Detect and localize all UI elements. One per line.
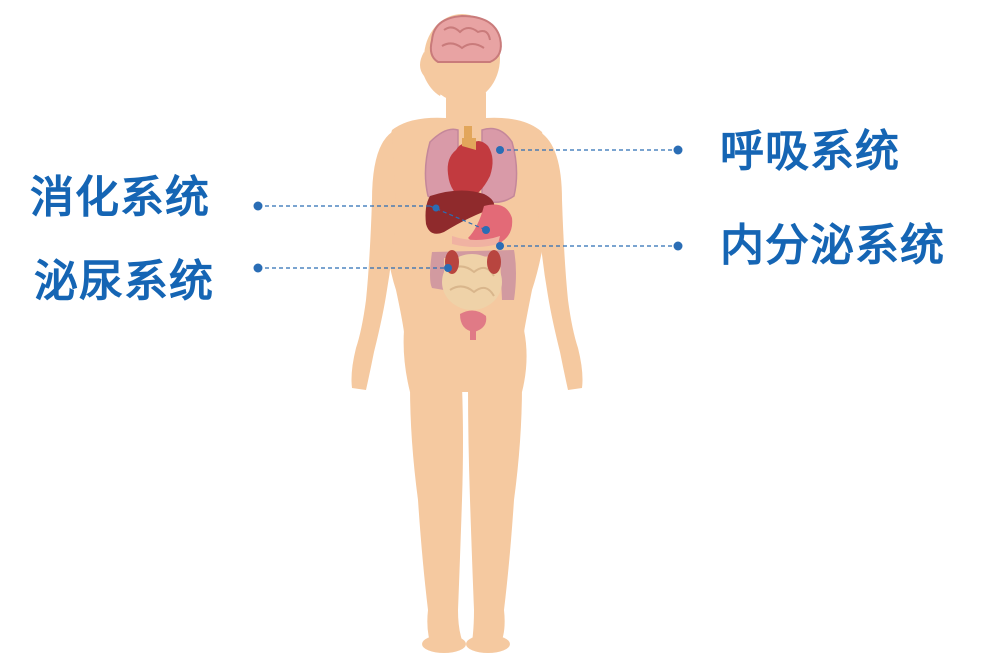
human-body-silhouette bbox=[351, 14, 583, 653]
label-respiratory-system: 呼吸系统 bbox=[720, 126, 900, 177]
dot-digestive-organ bbox=[482, 226, 490, 234]
intestines-icon bbox=[430, 250, 516, 300]
leader-dots bbox=[253, 145, 683, 273]
label-digestive-system: 消化系统 bbox=[30, 172, 210, 223]
label-endocrine-system: 内分泌系统 bbox=[720, 220, 945, 271]
dot-urinary-label bbox=[253, 263, 263, 273]
liver-icon bbox=[425, 190, 495, 234]
dot-digestive-organ-2 bbox=[432, 204, 440, 212]
leader-lines bbox=[258, 149, 678, 269]
label-urinary-system: 泌尿系统 bbox=[34, 256, 214, 307]
stomach-icon bbox=[468, 204, 513, 246]
dot-endocrine-organ bbox=[496, 242, 504, 250]
dot-endocrine-label bbox=[673, 241, 683, 251]
brain-icon bbox=[429, 14, 502, 63]
bladder-icon bbox=[460, 310, 487, 332]
dot-urinary-organ bbox=[444, 264, 452, 272]
dot-respiratory-label bbox=[673, 145, 683, 155]
heart-icon bbox=[447, 138, 493, 200]
dot-respiratory-organ bbox=[496, 146, 504, 154]
leader-line-digestive-stomach bbox=[429, 205, 487, 231]
pancreas bbox=[452, 236, 500, 247]
dot-digestive-label bbox=[253, 201, 263, 211]
